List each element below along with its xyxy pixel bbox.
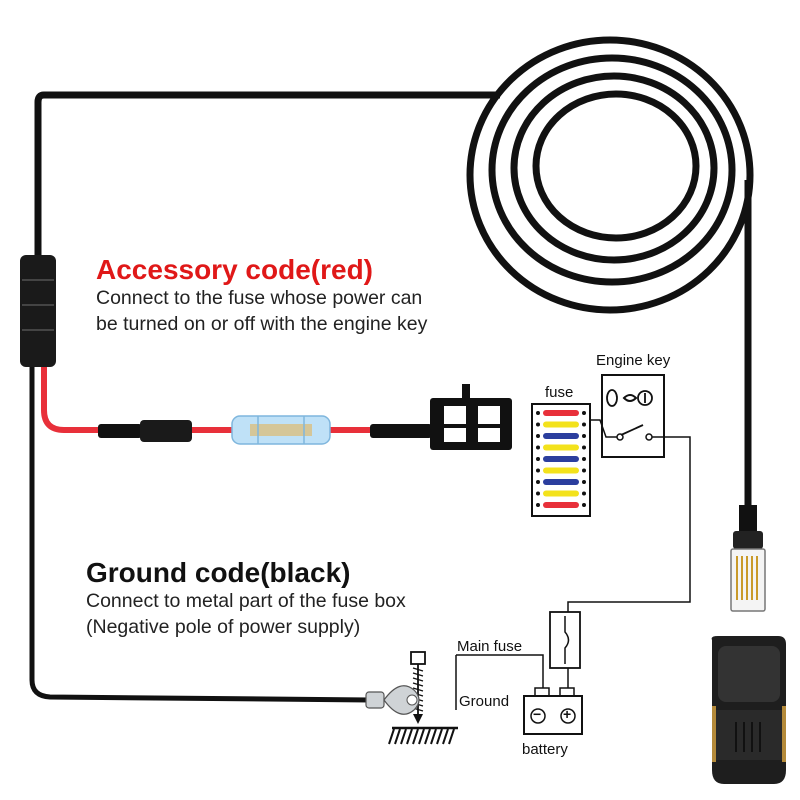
screw-thread [412,687,424,692]
ground-hatch-line [406,728,413,745]
fuse-contact [536,468,540,473]
ground-title: Ground code(black) [86,557,351,588]
fuse-contact [582,491,586,496]
ground-line-1: Connect to metal part of the fuse box [86,590,406,612]
fuse-blade [543,456,579,462]
fuse-contact [582,422,586,427]
fuse-blade [543,467,579,474]
screw-thread [412,682,424,687]
fuse-contact [536,434,540,438]
fuse-blade [543,433,579,439]
fuse-contact [536,491,540,496]
fuse-blade [543,421,579,428]
rj-connector [730,505,766,612]
inline-fuse-holder [98,420,192,442]
fuse-blade [543,410,579,416]
battery-plus: + [563,706,572,722]
black-ground-wire [29,367,371,703]
fuse-contact [582,457,586,461]
engine-key-label: Engine key [596,352,671,369]
fuse-contact [582,480,586,484]
ground-hatch-line [388,728,395,745]
black-main-cable [34,91,500,255]
screw-icon [410,651,426,724]
fuse-contact [536,422,540,427]
fuse-label: fuse [545,384,574,401]
fuse-contact [582,503,586,507]
fuse-blade [543,444,579,451]
fuse-contact [582,445,586,450]
battery-symbol [523,687,583,735]
ground-label: Ground [459,693,510,710]
schematic-wires [455,419,691,710]
accessory-line-1: Connect to the fuse whose power can [96,287,423,309]
accessory-title: Accessory code(red) [96,254,374,285]
ground-symbol-icon [388,726,458,745]
fuse-contact [536,411,540,415]
ground-hatch-line [442,728,449,745]
fuse-blade [543,502,579,508]
key-icon [606,389,618,407]
fuse-contact [582,468,586,473]
main-fuse-label: Main fuse [457,638,523,655]
wire-sleeve [370,424,432,438]
coiled-cable [466,36,754,314]
main-fuse-symbol [549,611,581,669]
screw-thread [412,677,424,682]
ground-hatch-line [394,728,401,745]
fuse-contact [536,480,540,484]
fuse-tap [430,384,512,450]
fuse-contact [582,434,586,438]
accessory-line-2: be turned on or off with the engine key [96,313,428,335]
fuse-blade [543,479,579,485]
ground-hatch-line [436,728,443,745]
engine-key-switch [601,374,665,458]
fuse-contact [536,445,540,450]
ground-hatch-line [418,728,425,745]
key-icon-bow [622,394,638,402]
ground-hatch-line [424,728,431,745]
butt-connector [231,415,331,445]
red-accessory-wire [41,367,100,433]
ground-hatch-line [448,728,455,745]
fuse-box [531,403,591,517]
fuse-contact [582,411,586,415]
radar-detector-device [711,636,786,784]
fuse-contact [536,503,540,507]
battery-label: battery [522,741,568,758]
screw-thread [412,672,424,677]
battery-minus: − [533,706,542,722]
screw-thread [412,667,424,672]
ground-hatch-line [400,728,407,745]
ground-hatch-line [412,728,419,745]
cable-splitter [20,255,56,367]
ground-line-2: (Negative pole of power supply) [86,616,361,638]
ground-hatch-line [430,728,437,745]
fuse-contact [536,457,540,461]
fuse-blade [543,490,579,497]
ring-terminal-icon [365,685,420,715]
